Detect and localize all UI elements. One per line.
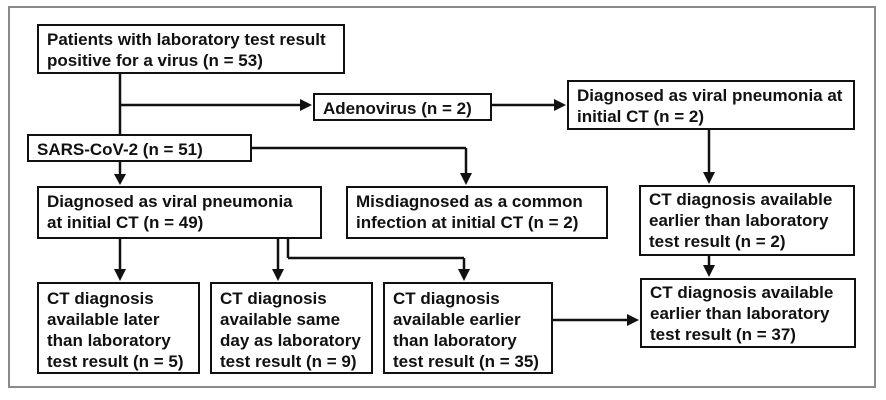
arrowhead [458, 269, 470, 281]
box-adeno-viral: Diagnosed as viral pneumonia at initial … [567, 80, 855, 130]
box-sars-viral-text: Diagnosed as viral pneumonia at initial … [47, 192, 293, 232]
arrowhead [627, 314, 639, 326]
box-adeno-viral-text: Diagnosed as viral pneumonia at initial … [577, 86, 843, 126]
box-same-day: CT diagnosis available same day as labor… [210, 282, 373, 374]
arrowhead [114, 269, 126, 281]
box-adeno-earlier-text: CT diagnosis available earlier than labo… [649, 190, 833, 251]
box-sars: SARS-CoV-2 (n = 51) [27, 134, 252, 162]
box-misdiagnosed-text: Misdiagnosed as a common infection at in… [356, 192, 583, 232]
box-earlier-37: CT diagnosis available earlier than labo… [640, 278, 856, 348]
arrowhead [554, 99, 566, 111]
box-misdiagnosed: Misdiagnosed as a common infection at in… [346, 186, 608, 239]
arrowhead [300, 99, 312, 111]
box-root-text: Patients with laboratory test result pos… [47, 30, 326, 70]
box-same-day-text: CT diagnosis available same day as labor… [220, 289, 361, 371]
arrowhead [703, 265, 715, 277]
box-sars-text: SARS-CoV-2 (n = 51) [37, 140, 203, 159]
arrowhead [703, 172, 715, 184]
arrowhead [460, 173, 472, 185]
box-adenovirus-text: Adenovirus (n = 2) [323, 99, 472, 118]
arrowhead [272, 269, 284, 281]
box-earlier-37-text: CT diagnosis available earlier than labo… [650, 283, 834, 344]
box-earlier-35-text: CT diagnosis available earlier than labo… [393, 289, 539, 371]
box-earlier-35: CT diagnosis available earlier than labo… [383, 282, 553, 374]
box-adenovirus: Adenovirus (n = 2) [313, 93, 492, 121]
box-sars-viral: Diagnosed as viral pneumonia at initial … [37, 186, 322, 239]
box-later: CT diagnosis available later than labora… [37, 282, 200, 374]
box-later-text: CT diagnosis available later than labora… [47, 289, 184, 371]
box-root: Patients with laboratory test result pos… [37, 24, 345, 74]
box-adeno-earlier: CT diagnosis available earlier than labo… [639, 185, 855, 256]
arrowhead [114, 174, 126, 185]
